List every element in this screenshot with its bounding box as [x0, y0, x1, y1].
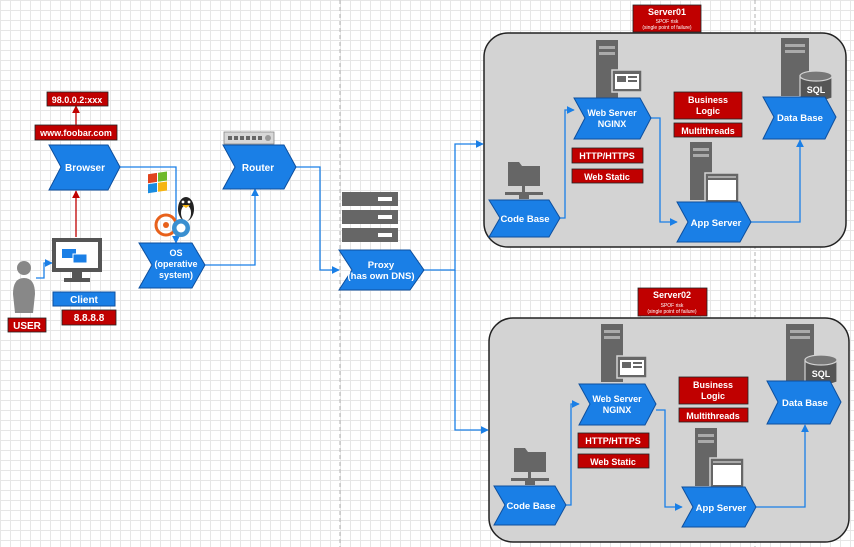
- flow-connectors: [36, 106, 809, 511]
- client-label: Client: [70, 295, 98, 306]
- browser-label: Browser: [65, 163, 105, 174]
- web-server-icon: [596, 40, 643, 98]
- server01-title: Server01: [648, 7, 686, 17]
- database-label: Data Base: [777, 113, 823, 124]
- app-server-label: App Server: [691, 218, 742, 229]
- client-ip-box: [61, 309, 117, 326]
- resolved-ip-box: [46, 91, 109, 107]
- sql-label: SQL: [812, 369, 831, 379]
- user-icon: [13, 261, 35, 313]
- server02-panel[interactable]: [488, 317, 850, 543]
- business-label-line1: Business: [688, 95, 728, 105]
- business-logic-badge: [673, 91, 743, 120]
- server01-note-line1: SPOF risk: [656, 19, 679, 25]
- app-server-node[interactable]: [676, 201, 752, 243]
- static-badge: [571, 168, 644, 184]
- app-server-label: App Server: [696, 503, 747, 514]
- business-label-line1: Business: [693, 380, 733, 390]
- domain-name: www.foobar.com: [39, 128, 112, 138]
- network-folder-icon: [511, 448, 549, 485]
- app-server-node[interactable]: [681, 486, 757, 528]
- os-label-line2: (operative: [154, 259, 197, 269]
- server02-title: Server02: [653, 290, 691, 300]
- business-logic-badge: [678, 376, 749, 405]
- client-node[interactable]: [52, 291, 116, 307]
- protocol-badge: [577, 432, 650, 449]
- database-label: Data Base: [782, 398, 828, 409]
- os-node[interactable]: [138, 242, 206, 289]
- sql-label: SQL: [807, 85, 826, 95]
- domain-box: [34, 124, 118, 141]
- code-base-label: Code Base: [500, 214, 549, 225]
- code-base-node[interactable]: [488, 199, 561, 238]
- server01-panel[interactable]: [483, 32, 847, 248]
- server02-title-box: [637, 287, 708, 317]
- web-server-label-line2: NGINX: [598, 119, 627, 129]
- web-server-label-line1: Web Server: [587, 108, 637, 118]
- multithread-label: Multithreads: [686, 411, 740, 421]
- app-server-icon: [695, 428, 745, 489]
- multithread-badge: [673, 122, 743, 138]
- protocol-badge: [571, 147, 644, 164]
- proxy-node[interactable]: [338, 249, 425, 291]
- database-icon: SQL: [786, 324, 838, 386]
- multithread-badge: [678, 407, 749, 423]
- network-folder-icon: [505, 162, 543, 199]
- code-base-label: Code Base: [506, 501, 555, 512]
- web-server-node[interactable]: [573, 97, 652, 140]
- os-label-line3: system): [159, 270, 193, 280]
- static-label: Web Static: [590, 457, 636, 467]
- os-logos-icon: [148, 171, 194, 237]
- business-label-line2: Logic: [696, 106, 720, 116]
- multithread-label: Multithreads: [681, 126, 735, 136]
- web-server-label-line2: NGINX: [603, 405, 632, 415]
- router-node[interactable]: [222, 144, 297, 190]
- router-icon: [223, 131, 275, 145]
- router-label: Router: [242, 163, 274, 174]
- protocol-label: HTTP/HTTPS: [579, 151, 635, 161]
- web-server-label-line1: Web Server: [592, 394, 642, 404]
- server02-note-line2: (single point of failure): [647, 309, 697, 315]
- server01-title-box: [632, 4, 702, 33]
- web-server-node[interactable]: [578, 383, 657, 426]
- server01-note-line2: (single point of failure): [642, 25, 692, 31]
- user-label-box: [7, 317, 47, 333]
- code-base-node[interactable]: [493, 485, 567, 526]
- static-label: Web Static: [584, 172, 630, 182]
- server02-note-line1: SPOF risk: [661, 303, 684, 309]
- os-label-line1: OS: [169, 248, 182, 258]
- web-server-icon: [601, 324, 648, 382]
- proxy-label-line2: (has own DNS): [347, 271, 414, 282]
- server01-group: Server01 SPOF risk (single point of fail…: [488, 4, 837, 243]
- server02-group: Server02 SPOF risk (single point of fail…: [493, 287, 842, 528]
- monitor-icon: [52, 238, 102, 282]
- proxy-label-line1: Proxy: [368, 260, 395, 271]
- app-server-icon: [690, 142, 740, 204]
- client-ip: 8.8.8.8: [74, 313, 105, 324]
- database-node[interactable]: [762, 96, 837, 140]
- browser-node[interactable]: [48, 144, 121, 191]
- static-badge: [577, 453, 650, 469]
- user-label: USER: [13, 321, 42, 332]
- business-label-line2: Logic: [701, 391, 725, 401]
- database-node[interactable]: [766, 380, 842, 425]
- protocol-label: HTTP/HTTPS: [585, 436, 641, 446]
- resolved-ip: 98.0.0.2:xxx: [52, 95, 103, 105]
- rack-server-icon: [342, 192, 398, 242]
